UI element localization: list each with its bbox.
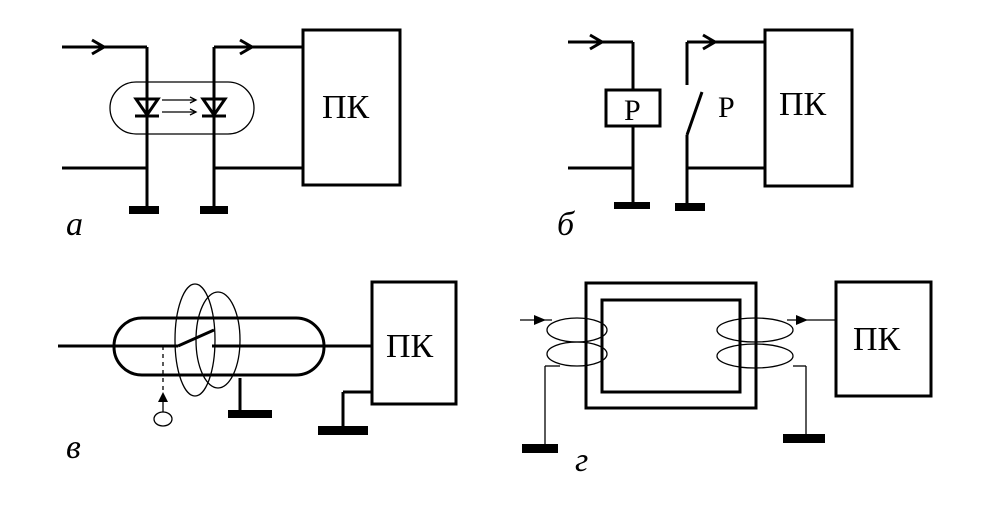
pc-box-g	[834, 280, 933, 398]
transformer-core-outer	[584, 281, 758, 410]
ground-icon	[318, 426, 368, 435]
ground-icon	[129, 206, 159, 214]
panel-label-g: г	[575, 442, 588, 479]
input-arrow-icon	[534, 315, 546, 325]
ground-icon	[675, 203, 705, 211]
photodiode-icon	[200, 97, 228, 118]
output-arrow-icon	[702, 33, 718, 51]
secondary-winding-icon	[716, 317, 794, 369]
ground-icon	[200, 206, 228, 214]
panel-label-a: а	[66, 206, 83, 243]
pc-label-v: ПК	[386, 328, 434, 365]
pc-label-a: ПК	[322, 89, 370, 126]
panel-label-b: б	[557, 206, 576, 243]
input-arrow-icon	[589, 33, 605, 51]
relay-contact-label: Р	[718, 91, 735, 124]
relay-coil-label: Р	[624, 94, 641, 127]
pc-label-b: ПК	[779, 86, 827, 123]
pc-box-v	[370, 280, 458, 406]
control-terminal	[153, 411, 173, 427]
relay-contact-switch	[685, 91, 704, 136]
ground-icon	[614, 202, 650, 209]
control-arrow-icon	[158, 392, 168, 402]
ground-icon	[783, 434, 825, 443]
led-diode-icon	[133, 97, 161, 118]
panel-a-optocoupler: ПК а	[62, 28, 402, 243]
magnet-coil-icon	[174, 283, 241, 397]
panel-b-relay: Р Р ПК б	[557, 28, 854, 243]
optocoupler-housing	[109, 81, 255, 135]
panel-label-v: в	[66, 429, 81, 466]
transformer-core-inner	[600, 298, 742, 394]
panel-v-reed-switch: ПК в	[58, 280, 458, 466]
ground-icon	[522, 444, 558, 453]
primary-winding-icon	[546, 317, 608, 367]
pc-box-b	[763, 28, 854, 188]
ground-icon	[228, 410, 272, 418]
pc-box-a	[301, 28, 402, 187]
input-arrow-icon	[91, 38, 107, 56]
panel-g-transformer: ПК г	[520, 280, 933, 479]
pc-label-g: ПК	[853, 321, 901, 358]
light-arrows-icon	[162, 96, 198, 116]
output-arrow-icon	[796, 315, 808, 325]
output-arrow-icon	[239, 38, 255, 56]
